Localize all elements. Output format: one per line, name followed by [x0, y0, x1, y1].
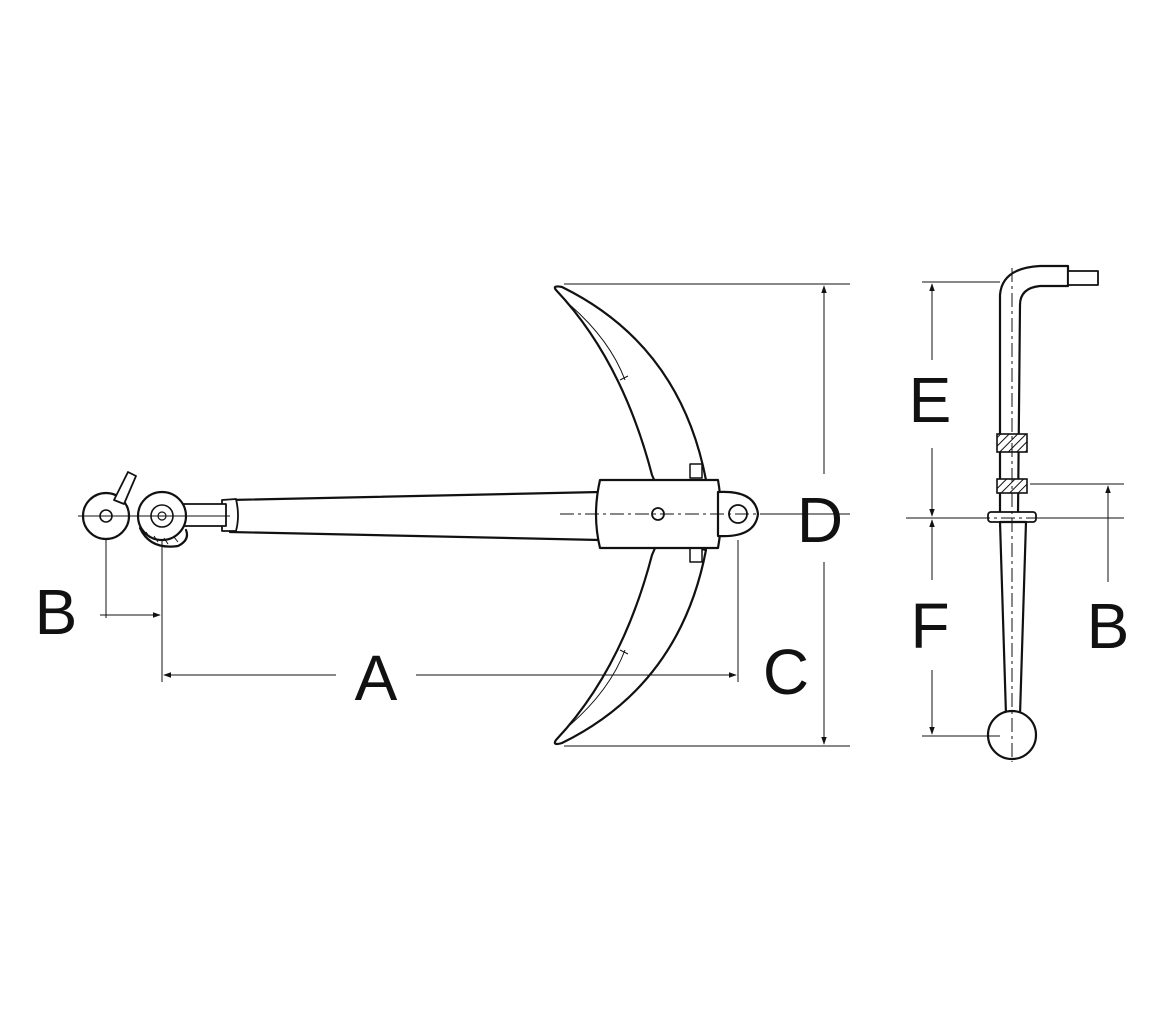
- dimension-lines-stock: [906, 281, 1124, 737]
- anchor-side-view: [78, 285, 765, 746]
- dimension-label-b-left: B: [34, 576, 78, 648]
- dimension-label-e: E: [908, 364, 952, 436]
- upper-fluke: [553, 285, 708, 507]
- dimension-label-b-right: B: [1086, 590, 1130, 662]
- shackle-assembly: [78, 471, 230, 548]
- shank: [228, 490, 602, 542]
- dimension-label-f: F: [910, 590, 950, 662]
- stock-end-view: [976, 264, 1099, 762]
- lower-fluke: [553, 523, 708, 746]
- dimension-label-d: D: [796, 484, 844, 556]
- stock-lower-bar: [998, 520, 1028, 717]
- stock-bar: [998, 264, 1070, 516]
- dimension-lines-main: [100, 283, 850, 747]
- dimension-label-c: C: [762, 636, 810, 708]
- dimension-label-a: A: [354, 642, 398, 714]
